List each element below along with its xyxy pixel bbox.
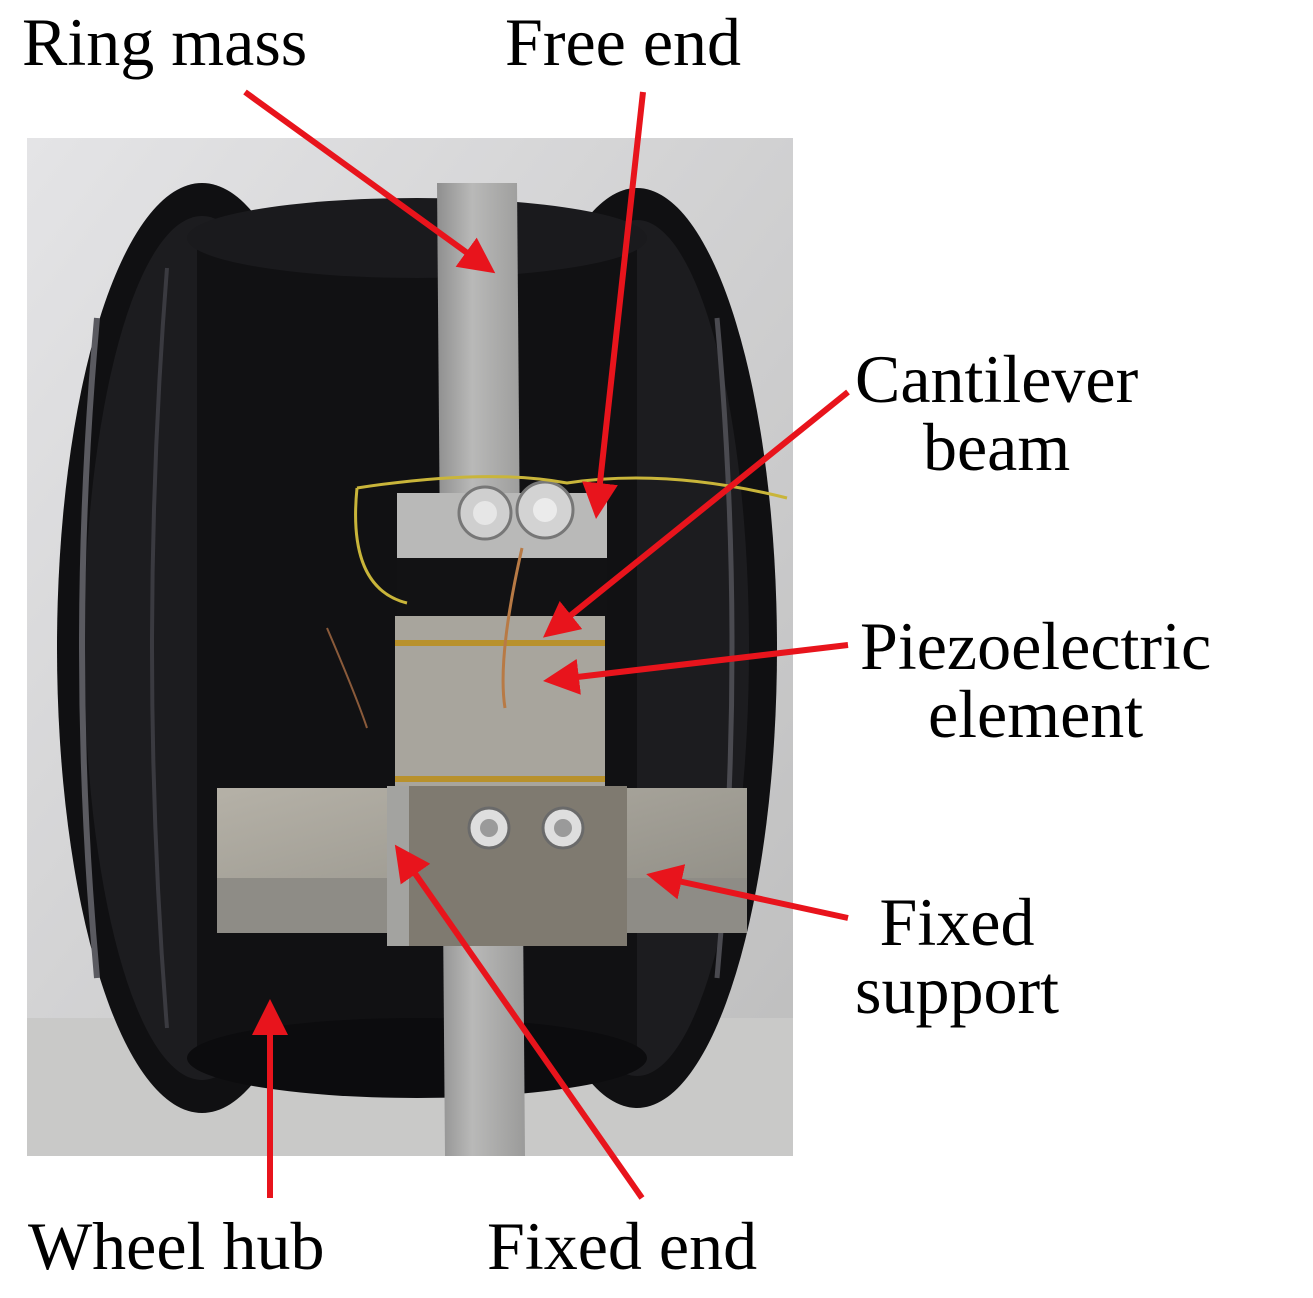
- label-fixed-support-line1: Fixed: [879, 884, 1035, 960]
- label-ring-mass: Ring mass: [22, 4, 308, 80]
- wheel-hub-photo: [27, 138, 793, 1156]
- label-cantilever-beam: Cantilever beam: [855, 345, 1138, 481]
- label-piezo-line1: Piezoelectric: [860, 608, 1212, 684]
- label-fixed-support-line2: support: [855, 952, 1059, 1028]
- label-free-end: Free end: [505, 4, 742, 80]
- label-cantilever-line1: Cantilever: [855, 341, 1139, 417]
- label-fixed-end: Fixed end: [487, 1208, 758, 1284]
- label-piezo-line2: element: [927, 676, 1144, 752]
- label-wheel-hub: Wheel hub: [28, 1208, 325, 1284]
- label-fixed-support: Fixed support: [855, 888, 1059, 1024]
- label-cantilever-line2: beam: [922, 409, 1071, 485]
- label-piezoelectric-element: Piezoelectric element: [860, 612, 1211, 748]
